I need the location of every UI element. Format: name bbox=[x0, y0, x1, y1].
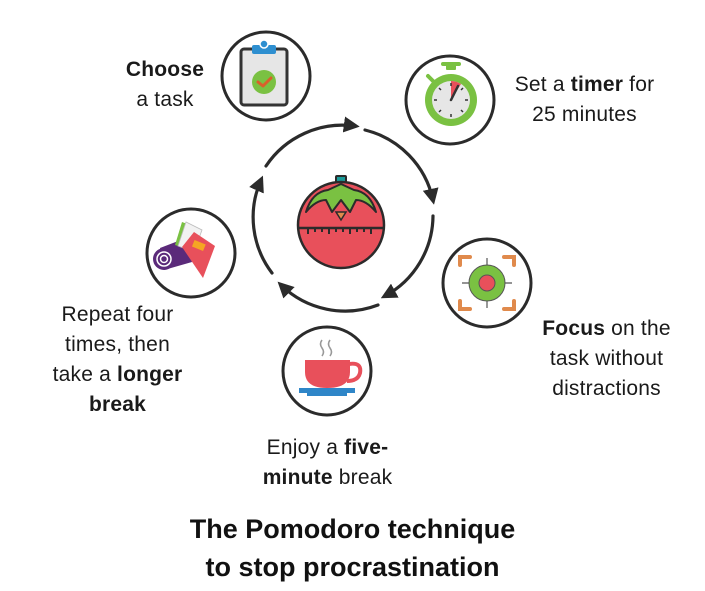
book-and-mat-icon bbox=[153, 221, 215, 278]
step-repeat-line1: Repeat four bbox=[61, 303, 174, 326]
step-choose-label: Choose a task bbox=[100, 55, 230, 115]
step-timer-label: Set a timer for 25 minutes bbox=[497, 70, 672, 130]
step-focus-bold: Focus bbox=[542, 317, 606, 340]
step-break-pre: Enjoy a bbox=[266, 436, 345, 459]
step-repeat-bold2: break bbox=[88, 393, 147, 416]
step-focus-line3: distractions bbox=[552, 377, 661, 400]
step-break-icon-circle bbox=[281, 325, 373, 417]
clipboard-check-icon bbox=[239, 39, 289, 107]
step-focus-line2: task without bbox=[549, 347, 664, 370]
step-repeat-label: Repeat four times, then take a longer br… bbox=[35, 300, 200, 420]
step-choose-icon-circle bbox=[220, 30, 312, 122]
step-timer-line2: 25 minutes bbox=[532, 103, 637, 126]
title-line2: to stop procrastination bbox=[205, 552, 500, 582]
step-break-post: break bbox=[332, 466, 393, 489]
step-timer-pre: Set a bbox=[514, 73, 571, 96]
stopwatch-icon bbox=[425, 62, 477, 126]
step-repeat-line2: times, then bbox=[65, 333, 170, 356]
step-repeat-pre: take a bbox=[52, 363, 118, 386]
arrow-left bbox=[249, 175, 274, 275]
tomato-timer-icon bbox=[296, 175, 386, 270]
target-icon bbox=[458, 255, 516, 311]
arrow-right-top bbox=[363, 128, 439, 205]
cycle-arrows bbox=[249, 116, 439, 313]
step-repeat-icon-circle bbox=[145, 207, 237, 299]
step-focus-label: Focus on the task without distractions bbox=[524, 314, 689, 404]
diagram-title: The Pomodoro technique to stop procrasti… bbox=[0, 510, 705, 586]
step-timer-bold: timer bbox=[570, 73, 624, 96]
step-focus-post: on the bbox=[605, 317, 671, 340]
step-break-bold2: minute bbox=[262, 466, 333, 489]
step-break-label: Enjoy a five- minute break bbox=[235, 433, 420, 493]
arrow-bottom bbox=[277, 281, 380, 313]
step-timer-post: for bbox=[623, 73, 655, 96]
step-timer-icon-circle bbox=[404, 54, 496, 146]
step-choose-bold: Choose bbox=[125, 58, 205, 81]
step-break-bold1: five- bbox=[344, 436, 389, 459]
step-choose-line2: a task bbox=[136, 88, 194, 111]
step-repeat-bold1: longer bbox=[117, 363, 183, 386]
arrow-right-bottom bbox=[380, 214, 435, 299]
arrow-top bbox=[264, 116, 360, 168]
coffee-cup-icon bbox=[299, 339, 363, 396]
step-focus-icon-circle bbox=[441, 237, 533, 329]
title-line1: The Pomodoro technique bbox=[189, 514, 516, 544]
